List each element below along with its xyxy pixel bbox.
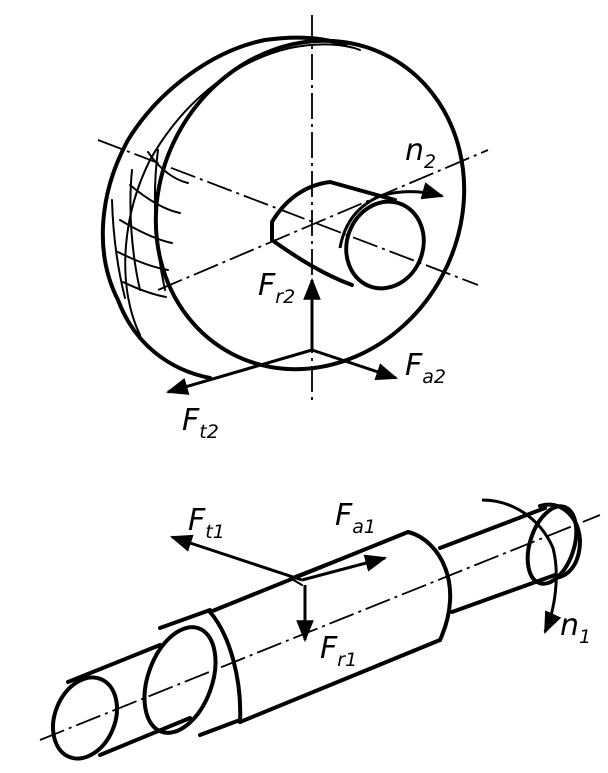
shaft-collar-face: [142, 625, 218, 735]
ft1-arrow: [169, 534, 303, 582]
gear-wheel: [97, 15, 489, 405]
label-fa1: Fa1: [335, 498, 376, 538]
n2-rotation-arrow: [338, 182, 445, 249]
shaft-left-end: [51, 675, 119, 761]
gear-hub-end: [344, 199, 426, 291]
label-ft1: Ft1: [188, 503, 225, 543]
gear-teeth-lines: [111, 149, 189, 299]
gear-rim-bottom: [116, 298, 212, 380]
gear-shaft-axis: [157, 149, 489, 291]
shaft-right-end: [538, 502, 582, 580]
shaft-left-journal: [66, 643, 192, 757]
n1-rotation-arrow: [481, 498, 562, 635]
label-fa2: Fa2: [405, 348, 446, 388]
label-fr1: Fr1: [320, 631, 357, 671]
fa1-arrow: [301, 554, 388, 582]
label-n2: n2: [405, 133, 436, 173]
shaft-pinion-left-edge: [208, 610, 243, 724]
shaft-axis: [39, 514, 601, 741]
shaft-pinion-face-line: [289, 532, 406, 586]
label-n1: n1: [560, 608, 591, 648]
gear-horizontal-axis: [97, 139, 479, 286]
label-ft2: Ft2: [182, 403, 219, 443]
shaft-right-shoulder: [525, 504, 579, 586]
gear-rim-back: [100, 35, 347, 302]
shaft-collar-side: [158, 608, 242, 737]
shaft-pinion-right-face: [406, 530, 453, 642]
fa2-arrow: [311, 348, 399, 381]
gear-hub-body: [270, 180, 397, 287]
ft2-arrow: [165, 348, 313, 395]
shaft: [39, 502, 601, 761]
gear-rim-middle: [124, 43, 361, 336]
label-fr2: Fr2: [258, 268, 295, 308]
gear-front-face: [153, 38, 467, 372]
